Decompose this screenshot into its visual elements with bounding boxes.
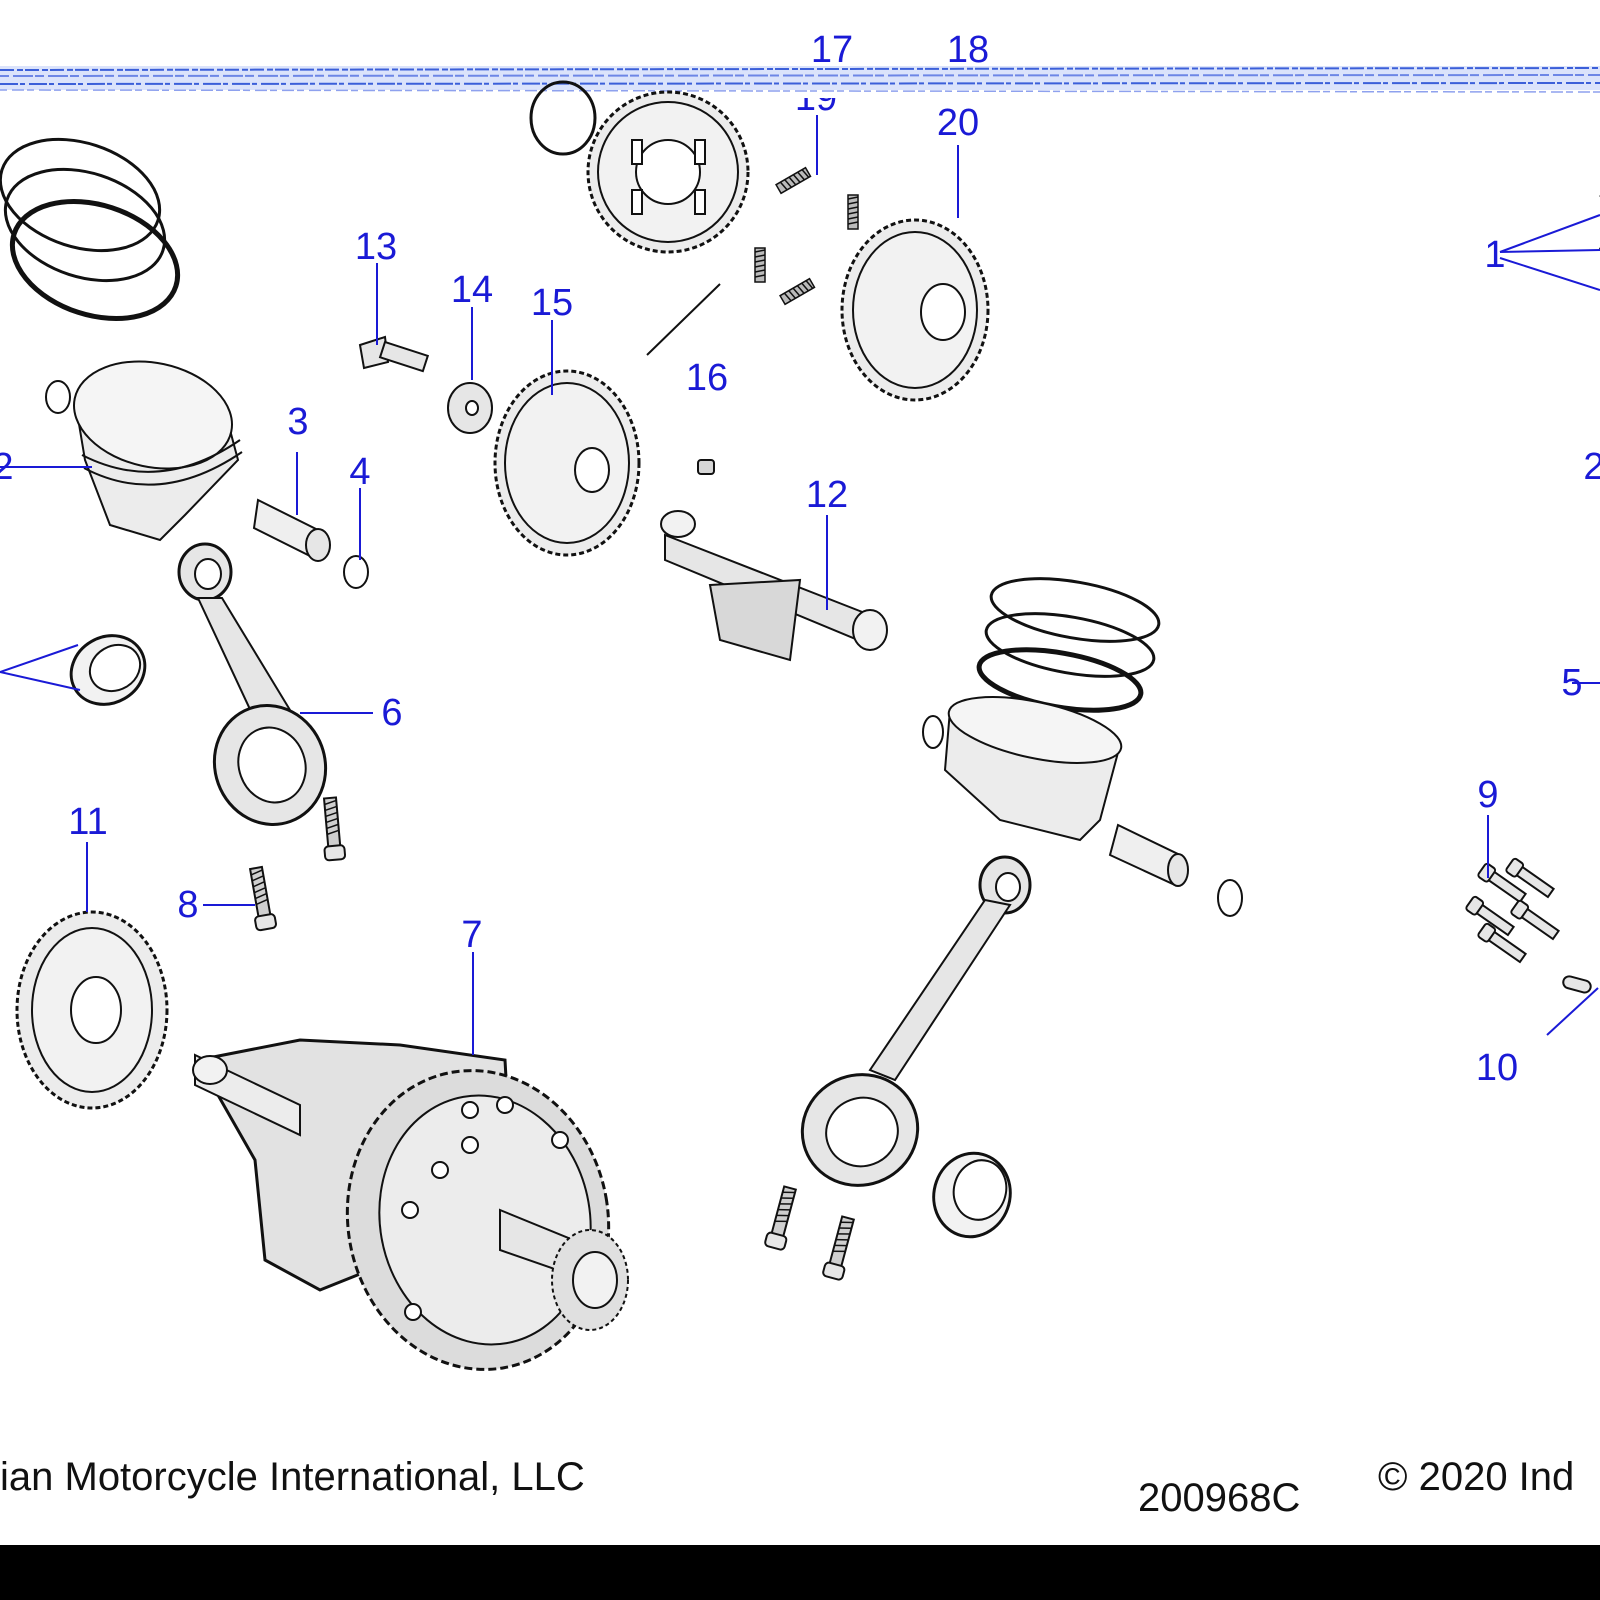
footer-company: ian Motorcycle International, LLC bbox=[0, 1455, 585, 1499]
bolt-cluster-9 bbox=[1465, 857, 1561, 964]
clip-right-b bbox=[1217, 879, 1243, 917]
callout-12: 12 bbox=[805, 474, 849, 516]
callout-4: 4 bbox=[349, 451, 371, 493]
bearing-shell-left bbox=[69, 634, 147, 706]
piston-right bbox=[943, 696, 1123, 842]
callout-16: 16 bbox=[685, 357, 729, 399]
callout-2-left: 2 bbox=[0, 446, 14, 488]
footer-part-number: 200968C bbox=[1138, 1476, 1301, 1520]
bottom-black-bar bbox=[0, 1545, 1600, 1600]
dowel-10 bbox=[1562, 975, 1592, 994]
connecting-rod-6 bbox=[177, 542, 328, 826]
callout-1: 1 bbox=[1484, 234, 1506, 276]
crankshaft-7 bbox=[192, 1038, 629, 1371]
piston-rings-left bbox=[0, 137, 181, 322]
clip-left bbox=[45, 380, 71, 414]
callout-9: 9 bbox=[1477, 774, 1499, 816]
bolt-8 bbox=[319, 796, 347, 862]
piston-pin-3 bbox=[252, 498, 331, 562]
callout-7: 7 bbox=[461, 914, 483, 956]
piston-left bbox=[73, 360, 243, 542]
callout-15: 15 bbox=[530, 282, 574, 324]
callout-8: 8 bbox=[177, 884, 199, 926]
balance-shaft-12 bbox=[660, 510, 888, 662]
washer-14 bbox=[447, 382, 493, 434]
gear-11 bbox=[15, 910, 169, 1110]
bolt-13 bbox=[358, 335, 430, 373]
callout-19: 19 bbox=[794, 77, 838, 119]
callout-6: 6 bbox=[381, 692, 403, 734]
clip-right-a bbox=[922, 715, 944, 749]
callout-14: 14 bbox=[450, 269, 494, 311]
callout-11: 11 bbox=[68, 801, 108, 843]
scan-band bbox=[0, 66, 1600, 93]
callout-10: 10 bbox=[1475, 1047, 1519, 1089]
piston-pin-right bbox=[1108, 823, 1189, 887]
gear-20 bbox=[840, 218, 990, 402]
callout-13: 13 bbox=[354, 226, 398, 268]
callout-5: 5 bbox=[1561, 662, 1583, 704]
footer-copyright: © 2020 Ind bbox=[1378, 1455, 1575, 1499]
callout-2-right: 2 bbox=[1583, 446, 1600, 488]
snap-ring-top bbox=[529, 80, 597, 156]
connecting-rod-right bbox=[800, 855, 1032, 1187]
bearing-shell-right bbox=[932, 1151, 1012, 1239]
gear-top bbox=[586, 90, 750, 254]
clip-4 bbox=[343, 555, 369, 589]
leader-lines bbox=[0, 115, 1600, 1055]
callout-17: 17 bbox=[810, 29, 854, 71]
callout-20: 20 bbox=[936, 102, 980, 144]
callout-18: 18 bbox=[946, 29, 990, 71]
callout-3: 3 bbox=[287, 401, 309, 443]
key-16 bbox=[697, 459, 715, 475]
gear-15 bbox=[493, 369, 641, 557]
